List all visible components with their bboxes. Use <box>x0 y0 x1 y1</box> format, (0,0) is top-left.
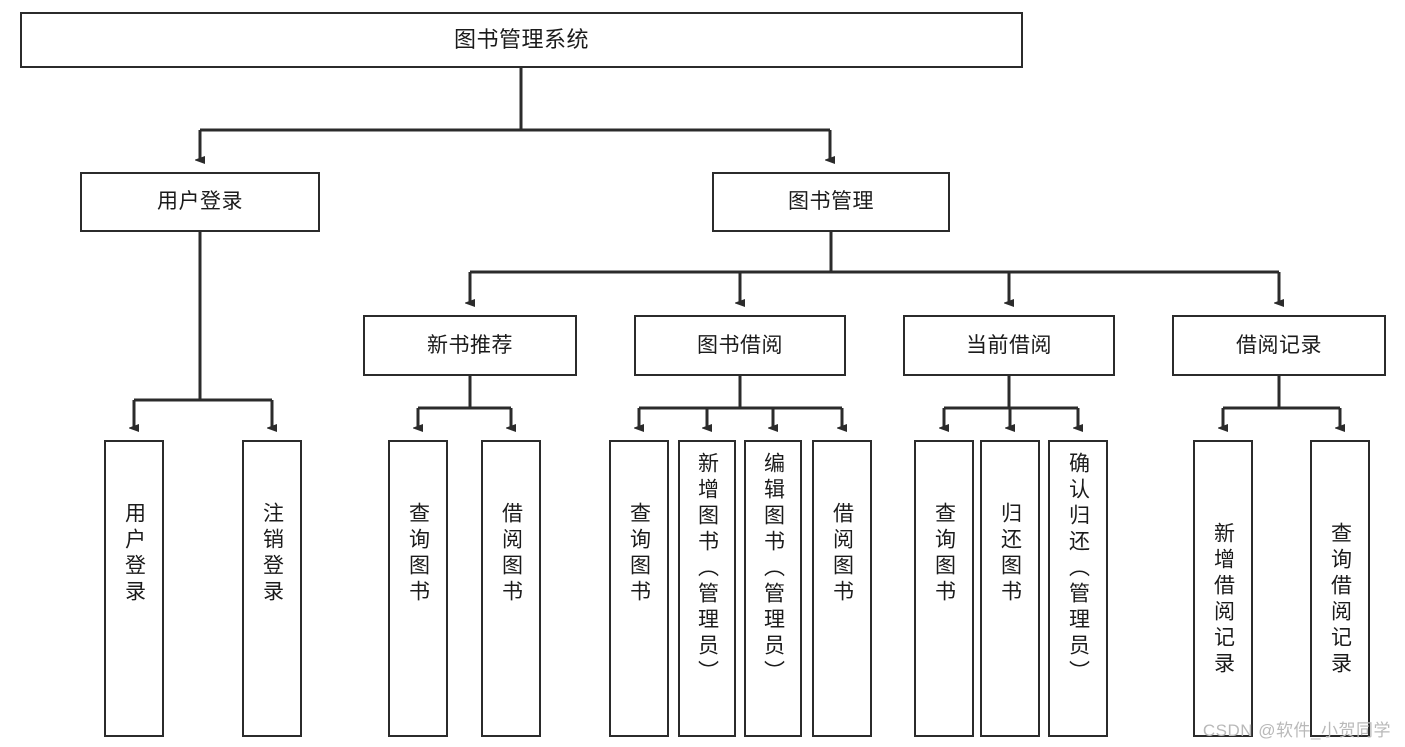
node-label: 归还图书 <box>998 502 1022 606</box>
node-label: 注销登录 <box>260 502 284 606</box>
node-leaf-query-borrow-record[interactable]: 查询借阅记录 <box>1310 440 1370 737</box>
node-leaf-query-book-3[interactable]: 查询图书 <box>914 440 974 737</box>
node-label: 用户登录 <box>122 502 146 606</box>
node-label: 新增借阅记录 <box>1211 522 1235 678</box>
node-leaf-user-logout[interactable]: 注销登录 <box>242 440 302 737</box>
node-current-borrow[interactable]: 当前借阅 <box>903 315 1115 376</box>
node-book-borrow[interactable]: 图书借阅 <box>634 315 846 376</box>
node-leaf-return-book[interactable]: 归还图书 <box>980 440 1040 737</box>
node-leaf-borrow-book-2[interactable]: 借阅图书 <box>812 440 872 737</box>
node-label: 借阅图书 <box>830 502 854 606</box>
node-leaf-query-book-1[interactable]: 查询图书 <box>388 440 448 737</box>
node-label: 查询借阅记录 <box>1328 522 1352 678</box>
node-label: 查询图书 <box>932 502 956 606</box>
node-label: 新增图书（管理员） <box>695 452 719 686</box>
node-leaf-add-book-admin[interactable]: 新增图书（管理员） <box>678 440 736 737</box>
node-label: 编辑图书（管理员） <box>761 452 785 686</box>
node-label: 图书管理 <box>788 190 874 214</box>
watermark-credit: CSDN @软件_小贺同学 <box>1202 721 1391 740</box>
node-book-management[interactable]: 图书管理 <box>712 172 950 232</box>
node-leaf-add-borrow-record[interactable]: 新增借阅记录 <box>1193 440 1253 737</box>
node-label: 新书推荐 <box>427 333 513 357</box>
node-borrow-record[interactable]: 借阅记录 <box>1172 315 1386 376</box>
node-label: 图书借阅 <box>697 333 783 357</box>
node-label: 图书管理系统 <box>453 26 589 52</box>
node-book-management-system[interactable]: 图书管理系统 <box>20 12 1023 68</box>
node-label: 查询图书 <box>627 502 651 606</box>
node-user-login[interactable]: 用户登录 <box>80 172 320 232</box>
node-leaf-borrow-book-1[interactable]: 借阅图书 <box>481 440 541 737</box>
node-label: 当前借阅 <box>966 333 1052 357</box>
node-label: 查询图书 <box>406 502 430 606</box>
node-label: 确认归还（管理员） <box>1066 452 1090 686</box>
node-label: 借阅记录 <box>1236 333 1322 357</box>
node-label: 用户登录 <box>157 190 243 214</box>
node-leaf-edit-book-admin[interactable]: 编辑图书（管理员） <box>744 440 802 737</box>
node-leaf-confirm-return-admin[interactable]: 确认归还（管理员） <box>1048 440 1108 737</box>
node-leaf-user-login[interactable]: 用户登录 <box>104 440 164 737</box>
node-new-book-recommend[interactable]: 新书推荐 <box>363 315 577 376</box>
node-leaf-query-book-2[interactable]: 查询图书 <box>609 440 669 737</box>
node-label: 借阅图书 <box>499 502 523 606</box>
